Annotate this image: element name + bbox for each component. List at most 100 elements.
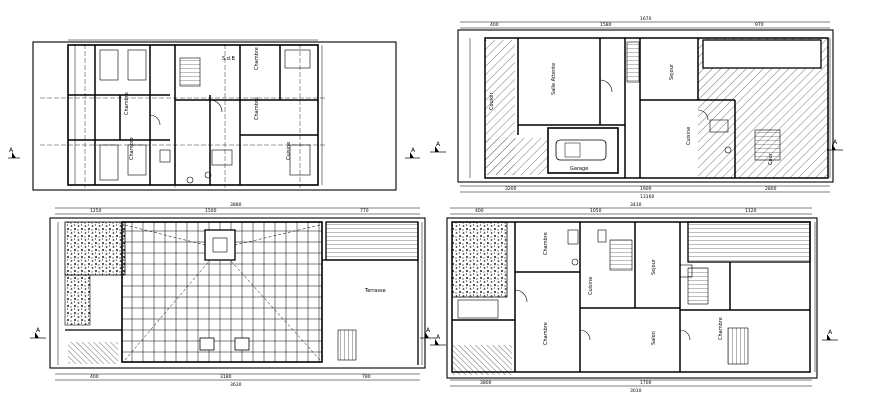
section-mark-right: A (822, 329, 838, 341)
dim-label: 13160 (640, 194, 654, 200)
section-label: A (426, 327, 431, 334)
dim-label: 400 (475, 208, 484, 214)
plan-top-left: Chambre Chambre Chambre Chambre S.d.B Cu… (8, 39, 420, 191)
stair (337, 329, 357, 361)
gravel-area (451, 221, 508, 298)
hatched-zone (452, 345, 512, 375)
section-mark-right: A (405, 147, 420, 159)
dim-label: 1700 (640, 380, 652, 386)
dim-label: 3880 (230, 202, 242, 208)
walls (451, 221, 811, 373)
vent (199, 337, 215, 351)
dim-label: 3180 (220, 374, 232, 380)
room-label: S.d.B (222, 56, 236, 62)
dim-label: 1670 (640, 16, 652, 22)
dim-label: 3630 (230, 382, 242, 388)
room-label: Cuisine (686, 127, 692, 145)
section-mark-right: A (420, 327, 436, 339)
gravel-area (64, 221, 126, 276)
fixtures (99, 49, 311, 184)
fixtures (599, 79, 732, 154)
dim-label: 970 (755, 22, 764, 28)
section-label: A (411, 147, 416, 154)
room-label: Sejour (651, 258, 657, 275)
section-label: A (828, 329, 833, 336)
hatched-zone (68, 342, 118, 364)
stair (179, 57, 201, 87)
pergola (687, 221, 811, 263)
dimension-chains (450, 207, 816, 387)
walls (65, 222, 419, 365)
dim-label: 3430 (630, 202, 642, 208)
plan-frame (457, 29, 834, 183)
room-label: Cuisine (588, 277, 594, 295)
room-label: Chambre (543, 232, 549, 255)
section-label: A (436, 334, 441, 341)
vent (234, 337, 250, 351)
room-label: Chambre (543, 322, 549, 345)
plan-bottom-left: 3880 1250 1500 770 400 3180 780 3630 Ter… (30, 202, 436, 388)
fixtures (457, 229, 693, 341)
dimension-labels: 1670 400 1580 970 3200 1900 2800 13160 (490, 16, 777, 200)
room-label: Terrasse (364, 288, 386, 294)
section-label: A (833, 139, 838, 146)
dimension-chains (55, 207, 423, 381)
pergola (325, 221, 419, 261)
stair (609, 239, 633, 271)
section-mark-left: A (30, 327, 46, 339)
dim-label: 770 (360, 208, 369, 214)
pool (702, 39, 822, 69)
room-labels: Chambre Chambre Chambre Chambre S.d.B Cu… (124, 47, 292, 160)
dim-label: 3800 (480, 380, 492, 386)
section-label: A (9, 147, 14, 154)
car-icon (555, 139, 607, 161)
gravel-area (64, 274, 91, 326)
dim-label: 1580 (600, 22, 612, 28)
section-mark-left: A (430, 334, 446, 346)
room-label: Cour (768, 152, 774, 165)
garage (547, 127, 619, 174)
dim-label: 1500 (205, 208, 217, 214)
dim-label: 3200 (505, 186, 517, 192)
room-label: Chambre (124, 92, 130, 115)
stair (687, 267, 709, 305)
room-label: Cuisine (286, 142, 292, 160)
room-label: Garage (570, 166, 588, 172)
room-labels: Terrasse (364, 288, 386, 294)
walls (484, 37, 829, 179)
dim-label: 1250 (90, 208, 102, 214)
dim-label: 1900 (640, 186, 652, 192)
room-label: Couloir (489, 91, 495, 110)
dim-label: 3010 (630, 388, 642, 394)
plan-frame (32, 41, 397, 191)
dimension-labels: 3880 1250 1500 770 400 3180 780 3630 (90, 202, 371, 388)
room-label: Salon (651, 331, 657, 345)
room-label: Chambre (254, 47, 260, 70)
room-label: Chambre (254, 97, 260, 120)
room-labels: Chambre Chambre Salon Sejour Cuisine Cha… (543, 232, 724, 345)
section-mark-right: A (827, 139, 843, 151)
building-outline (67, 44, 319, 186)
hatched-zone (485, 138, 547, 175)
dimension-labels: 3430 400 1050 1120 3800 1700 3010 (475, 202, 757, 394)
walls (68, 45, 318, 185)
stair (754, 129, 781, 161)
room-label: Chambre (718, 317, 724, 340)
skylight (204, 229, 236, 261)
room-label: Salle Attente (551, 63, 557, 95)
section-mark-left: A (430, 141, 446, 153)
plan-bottom-right: 3430 400 1050 1120 3800 1700 3010 Chambr… (430, 202, 838, 394)
stair (626, 41, 640, 83)
dim-label: 780 (362, 374, 371, 380)
section-label: A (436, 141, 441, 148)
dim-label: 400 (90, 374, 99, 380)
room-labels: Salle Attente Sejour Couloir Garage Cuis… (489, 63, 774, 172)
dim-label: 2800 (765, 186, 777, 192)
section-mark-left: A (8, 147, 20, 159)
room-label: Sejour (669, 63, 675, 80)
stair (727, 327, 749, 365)
roof-slope-lines (124, 224, 321, 361)
plan-frame (446, 217, 818, 379)
dimension-chains (68, 39, 323, 191)
